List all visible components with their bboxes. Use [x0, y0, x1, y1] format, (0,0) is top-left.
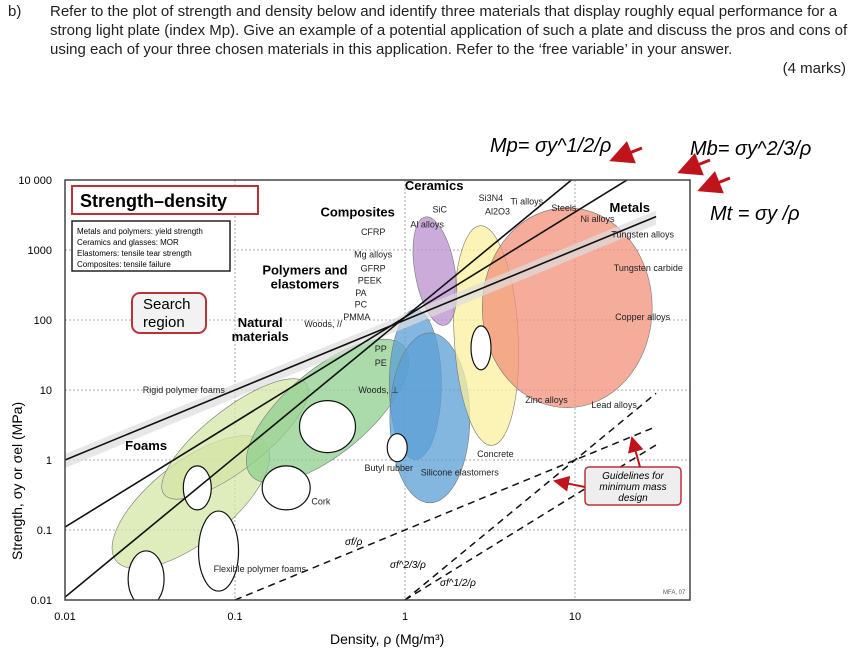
index-arrow	[609, 141, 643, 164]
index-label: Mt = σy /ρ	[710, 203, 800, 225]
family-label: elastomers	[271, 277, 340, 292]
material-label: Woods, ⊥	[358, 385, 399, 395]
material-label: Ni alloys	[580, 214, 615, 224]
y-tick-label: 0.01	[31, 595, 52, 607]
y-tick-label: 100	[34, 315, 52, 327]
material-label: SiC	[432, 205, 447, 215]
guidelines-arrow	[553, 475, 586, 492]
material-label: PE	[375, 358, 387, 368]
family-label: Composites	[320, 205, 394, 220]
y-tick-label: 0.1	[37, 525, 52, 537]
question-text: Refer to the plot of strength and densit…	[50, 3, 848, 58]
material-label: Lead alloys	[591, 400, 637, 410]
guideline-label: σf/ρ	[345, 537, 363, 548]
y-tick-label: 10	[40, 385, 52, 397]
material-label: Flexible polymer foams	[214, 564, 307, 574]
index-line	[65, 180, 573, 598]
material-label: Concrete	[477, 449, 514, 459]
family-label: Polymers and	[262, 262, 347, 277]
material-bubble	[197, 510, 240, 592]
note-line: Elastomers: tensile tear strength	[77, 249, 192, 258]
material-label: Ti alloys	[510, 196, 543, 206]
x-tick-label: 0.01	[54, 611, 75, 623]
material-label: PP	[375, 344, 387, 354]
material-label: Copper alloys	[615, 312, 671, 322]
material-label: Rigid polymer foams	[143, 385, 226, 395]
search-region-box	[131, 292, 207, 334]
material-label: Tungsten alloys	[611, 230, 674, 240]
material-label: Tungsten carbide	[614, 263, 683, 273]
index-label: Mp= σy^1/2/ρ	[490, 135, 611, 157]
title-box	[71, 185, 259, 215]
material-bubble	[386, 433, 408, 463]
note-line: Ceramics and glasses: MOR	[77, 238, 179, 247]
material-label: GFRP	[361, 263, 386, 273]
chart-title: Strength–density	[80, 191, 227, 211]
question-marks: (4 marks)	[782, 60, 846, 77]
family-label: materials	[232, 329, 289, 344]
family-region-metals	[481, 207, 653, 408]
guidelines-arrow	[628, 436, 644, 468]
family-label: Natural	[238, 315, 283, 330]
material-label: Steels	[551, 203, 577, 213]
index-line	[65, 180, 629, 528]
note-box	[71, 220, 231, 272]
material-label: Butyl rubber	[364, 463, 413, 473]
index-line	[65, 215, 657, 461]
plot-frame	[64, 179, 691, 601]
y-tick-label: 1000	[28, 245, 52, 257]
material-bubble	[127, 550, 165, 600]
material-label: Si3N4	[479, 193, 504, 203]
material-label: PMMA	[343, 312, 370, 322]
x-tick-label: 1	[402, 611, 408, 623]
family-label: Ceramics	[405, 178, 464, 193]
y-tick-label: 1	[46, 455, 52, 467]
material-bubble	[470, 325, 492, 371]
guideline-label: σf^1/2/ρ	[440, 578, 476, 589]
x-tick-label: 0.1	[227, 611, 242, 623]
guideline-label: σf^2/3/ρ	[390, 560, 426, 571]
index-label: Mb= σy^2/3/ρ	[690, 138, 811, 160]
x-tick-label: 10	[569, 611, 581, 623]
material-label: PC	[355, 300, 368, 310]
index-arrow	[697, 171, 731, 194]
note-line: Metals and polymers: yield strength	[77, 227, 203, 236]
y-axis-label: Strength, σy or σel (MPa)	[9, 402, 25, 560]
x-axis-label: Density, ρ (Mg/m³)	[330, 631, 444, 647]
material-label: Al alloys	[410, 220, 444, 230]
material-label: Woods, //	[304, 319, 342, 329]
material-bubble	[298, 400, 357, 454]
question-label: b)	[8, 3, 22, 20]
index-arrow	[677, 153, 711, 176]
material-label: Mg alloys	[354, 250, 393, 260]
family-label: Metals	[610, 200, 650, 215]
family-label: Foams	[125, 438, 167, 453]
material-label: Cork	[311, 497, 331, 507]
material-label: Al2O3	[485, 207, 510, 217]
material-label: PEEK	[358, 276, 382, 286]
credit: MFA, 07	[663, 590, 686, 596]
material-label: Silicone elastomers	[421, 468, 500, 478]
material-label: CFRP	[361, 227, 386, 237]
material-bubble	[261, 465, 311, 511]
material-label: PA	[355, 288, 366, 298]
guideline	[404, 392, 657, 600]
material-label: Zinc alloys	[525, 395, 568, 405]
guideline	[234, 425, 657, 600]
index-band	[65, 210, 657, 469]
y-tick-label: 10 000	[18, 175, 52, 187]
note-line: Composites: tensile failure	[77, 260, 171, 269]
